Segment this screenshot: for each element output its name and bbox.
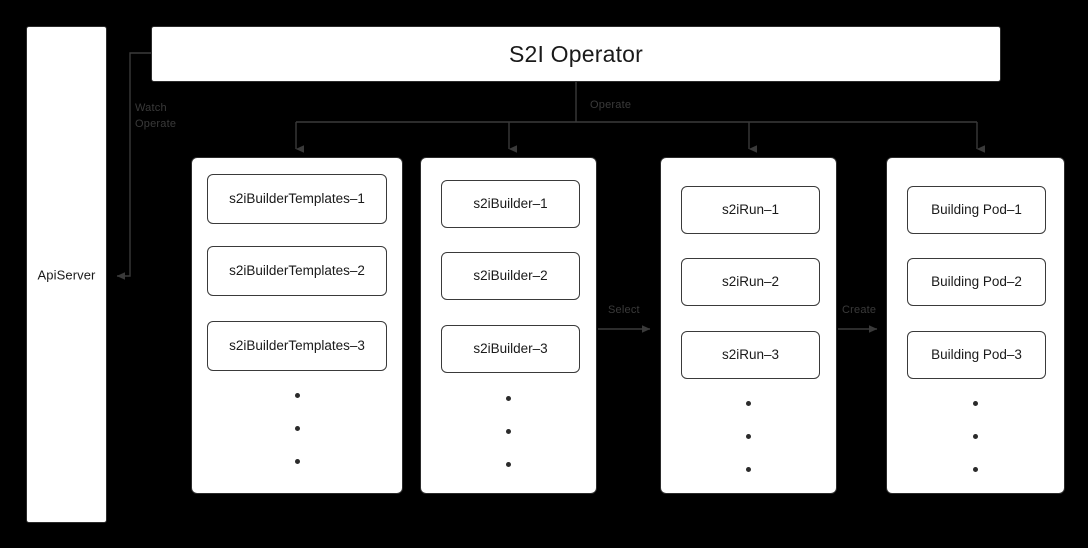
- list-item[interactable]: s2iBuilderTemplates–1: [207, 174, 387, 224]
- list-item[interactable]: s2iBuilder–1: [441, 180, 580, 228]
- vertical-ellipsis: [661, 401, 836, 472]
- list-item[interactable]: Building Pod–3: [907, 331, 1046, 379]
- vertical-ellipsis: [192, 393, 402, 464]
- list-item[interactable]: s2iRun–3: [681, 331, 820, 379]
- ellipsis-dot: [294, 393, 300, 398]
- list-item[interactable]: Building Pod–1: [907, 186, 1046, 234]
- list-item[interactable]: s2iBuilder–3: [441, 325, 580, 373]
- ellipsis-dot: [746, 434, 751, 439]
- ellipsis-dot: [746, 467, 751, 472]
- edge-label-operate: Operate: [590, 99, 632, 111]
- page-title: S2I Operator: [508, 40, 644, 67]
- list-item[interactable]: Building Pod–2: [907, 258, 1046, 306]
- list-item[interactable]: s2iBuilderTemplates–2: [207, 246, 387, 296]
- s2i-operator-node[interactable]: S2I Operator: [151, 26, 1001, 82]
- ellipsis-dot: [746, 401, 751, 406]
- list-item[interactable]: s2iBuilder–2: [441, 252, 580, 300]
- ellipsis-dot: [973, 434, 978, 439]
- ellipsis-dot: [294, 459, 300, 464]
- ellipsis-dot: [506, 396, 511, 401]
- ellipsis-dot: [294, 426, 300, 431]
- apiserver-label: ApiServer: [37, 267, 96, 282]
- edge-label-select: Select: [608, 304, 640, 316]
- s2irun-group: s2iRun–1 s2iRun–2 s2iRun–3: [660, 157, 837, 494]
- building-pod-group: Building Pod–1 Building Pod–2 Building P…: [886, 157, 1065, 494]
- s2ibuilder-group: s2iBuilder–1 s2iBuilder–2 s2iBuilder–3: [420, 157, 597, 494]
- s2ibuildertemplates-group: s2iBuilderTemplates–1 s2iBuilderTemplate…: [191, 157, 403, 494]
- list-item[interactable]: s2iBuilderTemplates–3: [207, 321, 387, 371]
- apiserver-node[interactable]: ApiServer: [26, 26, 107, 523]
- ellipsis-dot: [973, 467, 978, 472]
- ellipsis-dot: [506, 462, 511, 467]
- list-item[interactable]: s2iRun–2: [681, 258, 820, 306]
- edge-watch-operate: [116, 52, 151, 280]
- ellipsis-dot: [506, 429, 511, 434]
- vertical-ellipsis: [421, 396, 596, 467]
- edge-label-create: Create: [842, 304, 877, 316]
- edge-label-watch-operate: Watch Operate: [135, 102, 177, 130]
- vertical-ellipsis: [887, 401, 1064, 472]
- list-item[interactable]: s2iRun–1: [681, 186, 820, 234]
- ellipsis-dot: [973, 401, 978, 406]
